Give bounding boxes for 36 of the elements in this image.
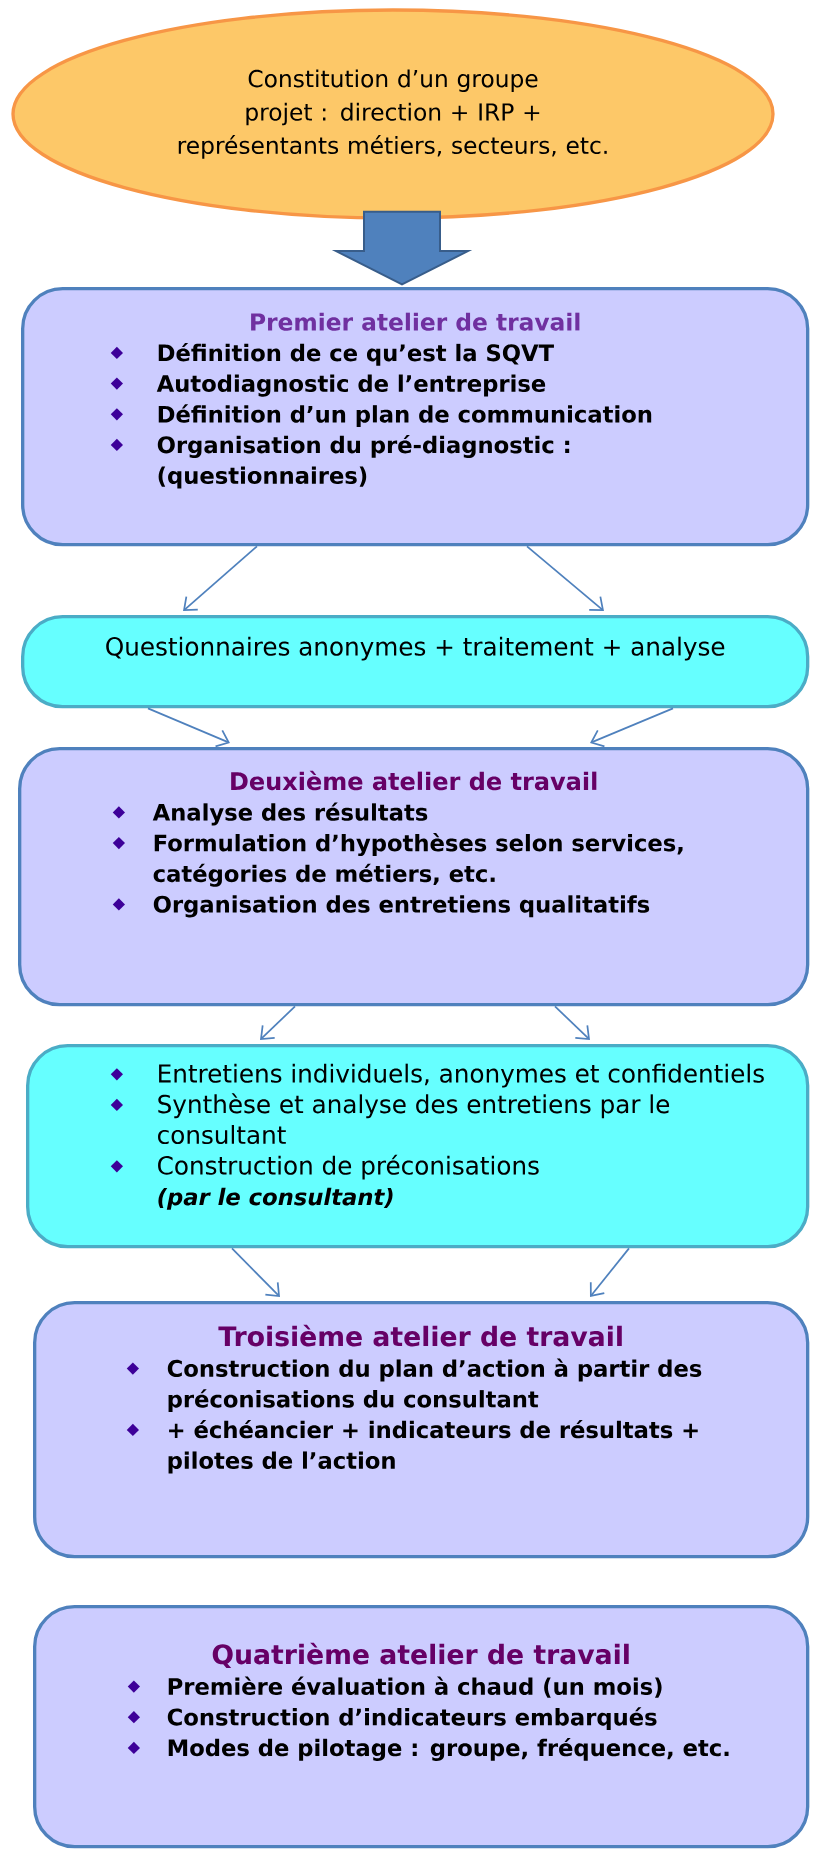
bullet-text: Construction d’indicateurs embarqués — [167, 1707, 657, 1731]
process-box — [21, 615, 810, 709]
arrow — [554, 1005, 590, 1040]
arrow — [260, 1005, 296, 1040]
workshop-box — [21, 287, 810, 547]
bullet-text: + échéancier + indicateurs de résultats + pilotes de l’action — [168, 1419, 698, 1474]
bullet-text: Définition d’un plan de communication — [158, 404, 652, 428]
bullet-text: Autodiagnostic de l’entreprise — [156, 374, 546, 397]
bullet-text: Modes de pilotage : groupe, fréquence, etc. — [168, 1737, 729, 1761]
bullet-text: Organisation des entretiens qualitatifs — [153, 895, 650, 918]
heading: Premier atelier de travail — [251, 312, 580, 331]
block-arrow — [331, 210, 473, 286]
heading: Troisième atelier de travail — [218, 1324, 622, 1347]
arrow — [526, 545, 604, 611]
heading: Deuxième atelier de travail — [231, 770, 597, 791]
arrow — [147, 707, 230, 748]
bullet-text: Analyse des résultats — [152, 802, 428, 826]
bullet-text: Construction du plan d’action à partir des préconisations du consultant — [167, 1358, 702, 1413]
arrow — [231, 1247, 280, 1297]
bullet-text: Organisation du pré-diagnostic : (questionnaires) — [157, 434, 570, 489]
bullet-text: Construction de préconisations — [158, 1154, 539, 1180]
workshop-box — [18, 747, 810, 1007]
process-box — [26, 1044, 810, 1249]
bullet-text: Entretiens individuels, anonymes et confidentiels — [159, 1063, 764, 1088]
heading: Quatrième atelier de travail — [212, 1642, 629, 1668]
bullet-text: Formulation d’hypothèses selon services, catégories de métiers, etc. — [153, 833, 683, 887]
arrow — [589, 1247, 630, 1297]
bullet-text: (par le consultant) — [158, 1187, 393, 1210]
bullet-text: Définition de ce qu’est la SQVT — [158, 342, 554, 366]
workshop-box — [33, 1301, 810, 1559]
bullet-text: Synthèse et analyse des entretiens par le consultant — [158, 1093, 670, 1145]
arrow — [183, 545, 258, 611]
workshop-box — [33, 1605, 810, 1849]
bullet-text: Première évaluation à chaud (un mois) — [168, 1676, 662, 1698]
step-text: Questionnaires anonymes + traitement + analyse — [106, 636, 725, 661]
arrow — [590, 707, 674, 748]
